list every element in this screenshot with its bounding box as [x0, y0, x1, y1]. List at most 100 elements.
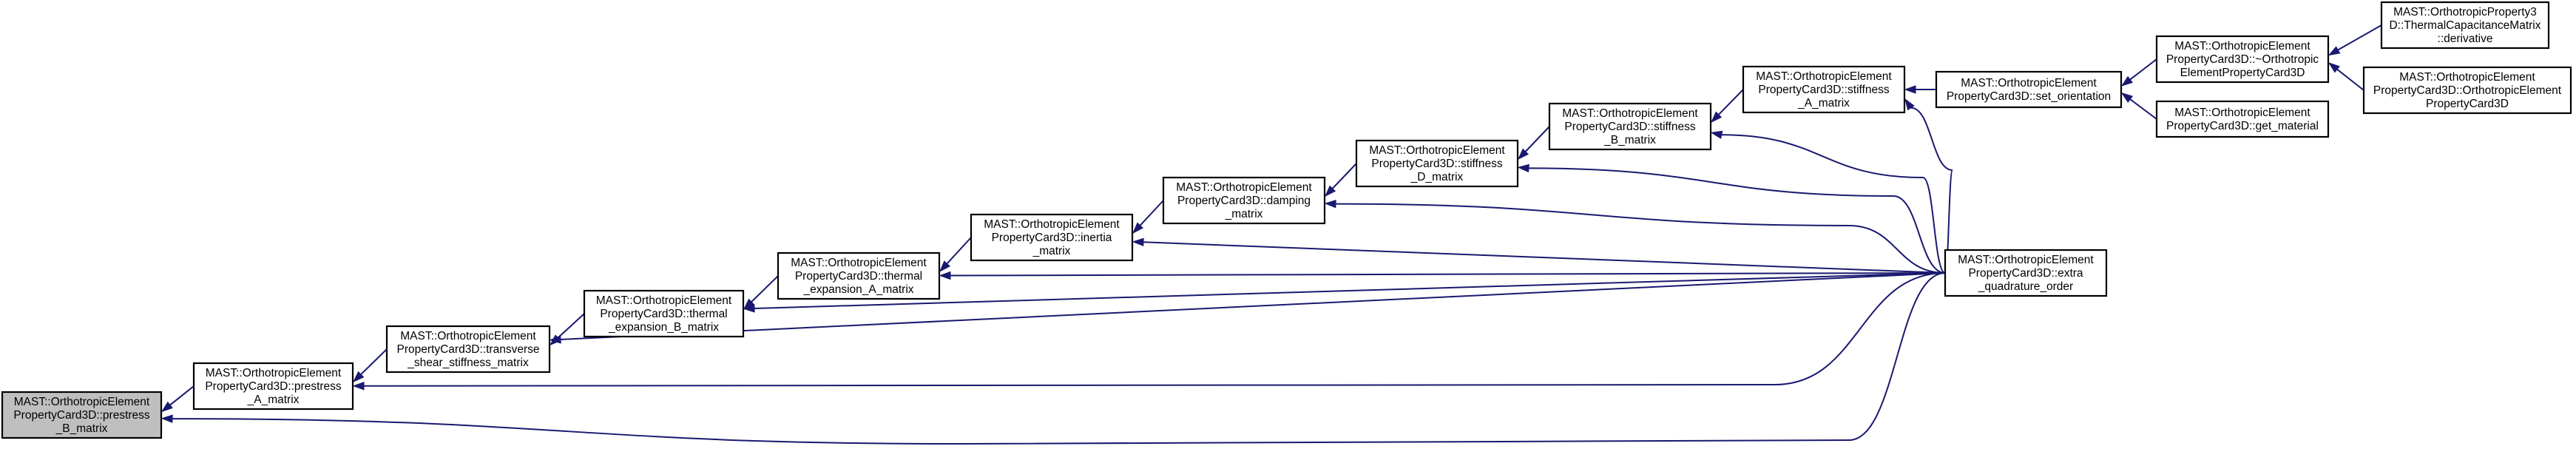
node-label-line: PropertyCard3D::get_material	[2166, 120, 2319, 132]
edge-line	[363, 272, 1946, 387]
arrowhead	[352, 371, 365, 383]
arrowhead	[1324, 199, 1336, 209]
node-label-line: PropertyCard3D::stiffness	[1564, 121, 1695, 133]
node-label-line: _B_matrix	[1603, 134, 1656, 146]
node-box	[385, 325, 551, 374]
graph-node-get-material[interactable]: MAST::OrthotropicElementPropertyCard3D::…	[2155, 100, 2330, 138]
edge-line	[557, 313, 585, 339]
node-label-line: _shear_stiffness_matrix	[407, 357, 529, 369]
arrowhead	[352, 382, 365, 391]
edge-stiffness-D-to-damping	[1324, 163, 1357, 198]
edge-line	[1143, 241, 1946, 274]
graph-node-constructor[interactable]: MAST::OrthotropicElementPropertyCard3D::…	[2362, 66, 2572, 115]
edge-extra-quadrature-to-prestress-B	[160, 272, 1946, 445]
edge-inertia-to-thermal-A	[939, 237, 972, 272]
graph-node-transverse[interactable]: MAST::OrthotropicElementPropertyCard3D::…	[385, 325, 551, 374]
node-label-line: ElementPropertyCard3D	[2180, 67, 2305, 79]
arrowhead	[1132, 222, 1144, 234]
node-label-line: MAST::OrthotropicElement	[1958, 254, 2094, 266]
graph-node-damping[interactable]: MAST::OrthotropicElementPropertyCard3D::…	[1162, 176, 1326, 225]
node-label-line: PropertyCard3D::extra	[1968, 267, 2083, 280]
edge-destructor-to-set-orientation	[2120, 58, 2157, 87]
graph-node-prestress-A[interactable]: MAST::OrthotropicElementPropertyCard3D::…	[192, 362, 354, 411]
edge-extra-quadrature-to-transverse	[549, 272, 1946, 344]
edge-line	[169, 385, 195, 406]
edge-extra-quadrature-to-inertia	[1132, 237, 1946, 274]
node-box	[777, 251, 941, 300]
edge-damping-to-inertia	[1132, 200, 1164, 234]
graph-node-prestress-B[interactable]: MAST::OrthotropicElementPropertyCard3D::…	[1, 391, 163, 439]
graph-node-thermal-B[interactable]: MAST::OrthotropicElementPropertyCard3D::…	[583, 289, 745, 338]
node-label-line: PropertyCard3D::thermal	[600, 308, 727, 320]
edge-line	[946, 237, 972, 265]
node-label-line: PropertyCard3D	[2426, 98, 2509, 110]
edge-line	[1139, 200, 1164, 226]
arrowhead	[2327, 62, 2340, 73]
edge-line	[1528, 167, 1946, 274]
node-box	[1548, 102, 1712, 151]
edge-line	[172, 272, 1946, 445]
graph-node-derivative[interactable]: MAST::OrthotropicProperty3D::ThermalCapa…	[2380, 1, 2550, 50]
edge-extra-quadrature-to-thermal-A	[939, 271, 1946, 280]
graph-node-stiffness-D[interactable]: MAST::OrthotropicElementPropertyCard3D::…	[1355, 139, 1519, 188]
edge-stiffness-B-to-stiffness-D	[1517, 126, 1550, 161]
graph-node-set-orientation[interactable]: MAST::OrthotropicElementPropertyCard3D::…	[1935, 70, 2123, 109]
edge-extra-quadrature-to-thermal-B	[743, 272, 1946, 313]
graph-node-destructor[interactable]: MAST::OrthotropicElementPropertyCard3D::…	[2155, 35, 2330, 84]
node-label-line: MAST::OrthotropicElement	[1369, 144, 1505, 157]
node-label-line: _B_matrix	[55, 422, 108, 435]
node-label-line: MAST::OrthotropicElement	[791, 257, 927, 269]
node-label-line: MAST::OrthotropicElement	[1176, 181, 1312, 194]
node-label-line: PropertyCard3D::damping	[1177, 195, 1311, 207]
graph-node-thermal-A[interactable]: MAST::OrthotropicElementPropertyCard3D::…	[777, 251, 941, 300]
arrowhead	[160, 401, 173, 413]
node-label-line: PropertyCard3D::OrthotropicElement	[2373, 84, 2562, 97]
node-label-line: MAST::OrthotropicElement	[1756, 70, 1892, 83]
arrowhead	[939, 260, 951, 272]
arrowhead	[2327, 46, 2341, 56]
edge-line	[1524, 126, 1550, 152]
graph-node-stiffness-A[interactable]: MAST::OrthotropicElementPropertyCard3D::…	[1742, 65, 1906, 114]
graph-node-inertia[interactable]: MAST::OrthotropicElementPropertyCard3D::…	[970, 213, 1134, 262]
edge-line	[1331, 163, 1357, 189]
node-label-line: PropertyCard3D::inertia	[992, 232, 1112, 244]
arrowhead	[1904, 98, 1915, 111]
graph-node-stiffness-B[interactable]: MAST::OrthotropicElementPropertyCard3D::…	[1548, 102, 1712, 151]
node-box	[2380, 1, 2550, 50]
arrowhead	[1517, 148, 1529, 161]
node-label-line: D::ThermalCapacitanceMatrix	[2389, 19, 2540, 32]
node-label-line: MAST::OrthotropicElement	[2174, 107, 2310, 119]
edge-line	[360, 348, 388, 375]
edge-get-material-to-set-orientation	[2120, 92, 2157, 120]
edge-transverse-to-prestress-A	[352, 348, 388, 383]
node-label-line: PropertyCard3D::prestress	[205, 380, 342, 393]
node-label-line: MAST::OrthotropicElement	[14, 396, 150, 408]
node-label-line: PropertyCard3D::stiffness	[1371, 158, 1502, 170]
edge-line	[2337, 24, 2382, 51]
edge-line	[2129, 58, 2157, 81]
edge-line	[2129, 98, 2157, 120]
arrowhead	[1517, 163, 1529, 173]
arrowhead	[743, 304, 755, 313]
edges-layer	[160, 24, 2382, 445]
node-label-line: _expansion_A_matrix	[802, 283, 913, 296]
edge-extra-quadrature-to-prestress-A	[352, 272, 1946, 391]
edge-line	[751, 275, 779, 303]
arrowhead	[1132, 237, 1144, 247]
node-box	[1742, 65, 1906, 114]
edge-stiffness-A-to-stiffness-B	[1710, 89, 1744, 124]
arrowhead	[160, 414, 173, 423]
edge-constructor-to-destructor	[2327, 62, 2364, 91]
node-box	[1, 391, 163, 439]
node-label-line: _expansion_B_matrix	[608, 321, 719, 334]
edge-derivative-to-destructor	[2327, 24, 2382, 56]
graph-node-extra-quadrature[interactable]: MAST::OrthotropicElementPropertyCard3D::…	[1944, 249, 2108, 297]
edge-set-orientation-to-stiffness-A	[1904, 85, 1936, 94]
node-box	[192, 362, 354, 411]
edge-line	[1721, 134, 1946, 274]
node-box	[1935, 70, 2123, 109]
arrowhead	[1324, 185, 1336, 198]
node-box	[2362, 66, 2572, 115]
